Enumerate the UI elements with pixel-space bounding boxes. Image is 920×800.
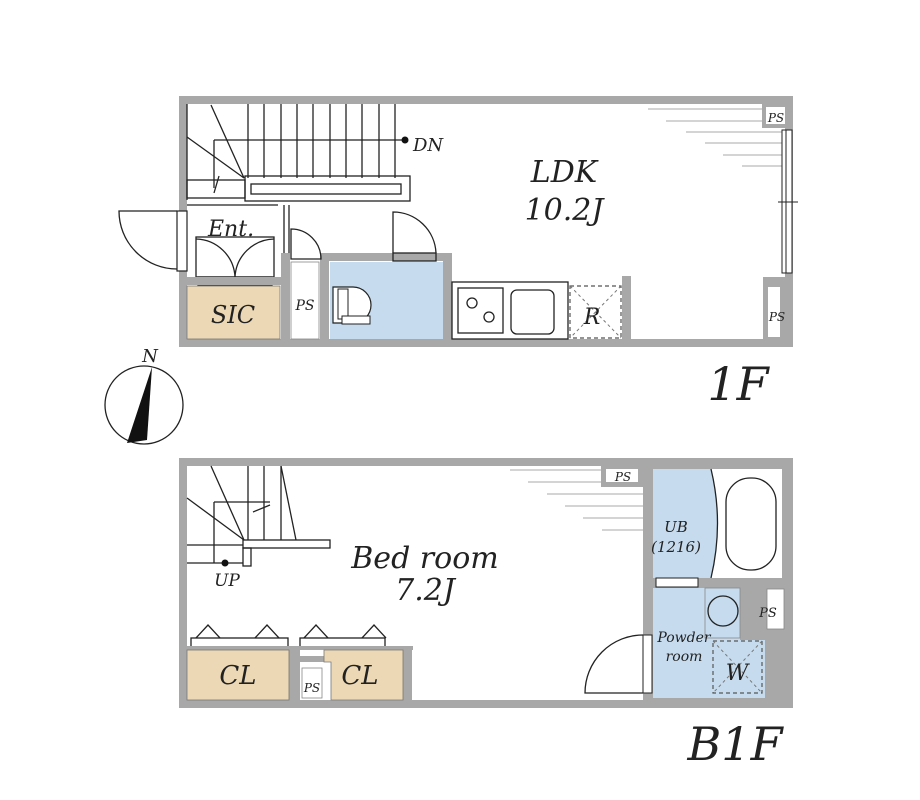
sic-label: SIC: [211, 301, 255, 329]
stove-icon: [457, 287, 504, 334]
powder-room-label-2: room: [666, 649, 703, 665]
ldk-size: 10.2J: [525, 193, 606, 228]
ub-size: (1216): [651, 538, 701, 556]
fridge-label: R: [583, 305, 601, 330]
closet-right: [323, 649, 404, 701]
bedroom-size: 7.2J: [395, 573, 457, 608]
pipe-space: [290, 261, 320, 340]
toilet-icon: [332, 286, 372, 325]
ldk-name: LDK: [530, 155, 599, 190]
ps-small-label: PS: [303, 681, 320, 695]
unit-bath: [653, 469, 718, 578]
staircase-b1f: [186, 465, 331, 567]
ub-label: UB: [664, 518, 688, 536]
bath-door[interactable]: [655, 577, 699, 588]
entrance-label: Ent.: [207, 217, 254, 242]
closet-left-label: CL: [219, 661, 256, 691]
powder-room-door[interactable]: [584, 634, 653, 694]
floor-label-b1f: B1F: [687, 717, 785, 771]
ps-label: PS: [294, 298, 314, 314]
toilet-door[interactable]: [392, 211, 437, 262]
staircase-1f: [186, 104, 411, 206]
entrance-door[interactable]: [118, 210, 188, 272]
ps-small: [301, 667, 323, 699]
bathtub-icon: [725, 477, 777, 571]
compass-north-label: N: [141, 346, 159, 367]
washer-label: W: [726, 661, 751, 686]
window-light-hatch: [648, 108, 783, 167]
washer-space: [712, 640, 763, 694]
closet-right-label: CL: [341, 661, 378, 691]
sink-icon: [510, 289, 555, 335]
floor-1f: DN Ent. SIC PS: [118, 96, 798, 411]
bedroom-name: Bed room: [350, 541, 498, 576]
washbasin-icon: [707, 595, 739, 627]
powder-room-label-1: Powder: [656, 630, 712, 646]
sic-storage: [186, 285, 281, 340]
ps-top-label: PS: [614, 470, 631, 484]
window-1f[interactable]: [778, 129, 798, 274]
kitchen-counter: [451, 281, 569, 340]
closet-left: [186, 649, 290, 701]
floor-label-1f: 1F: [707, 357, 770, 411]
floor-b1f: UP Bed room 7.2J PS CL CL PS UB (1216): [179, 458, 793, 771]
stairs-down-label: DN: [412, 135, 444, 156]
ps-door[interactable]: [290, 228, 322, 260]
ps-top-right-label: PS: [767, 111, 784, 125]
compass-icon: N: [104, 346, 184, 445]
fridge-space: [569, 285, 622, 339]
stairs-up-label: UP: [214, 571, 240, 591]
ps-bottom-right-label: PS: [768, 310, 785, 324]
ps-right-label: PS: [758, 606, 777, 621]
